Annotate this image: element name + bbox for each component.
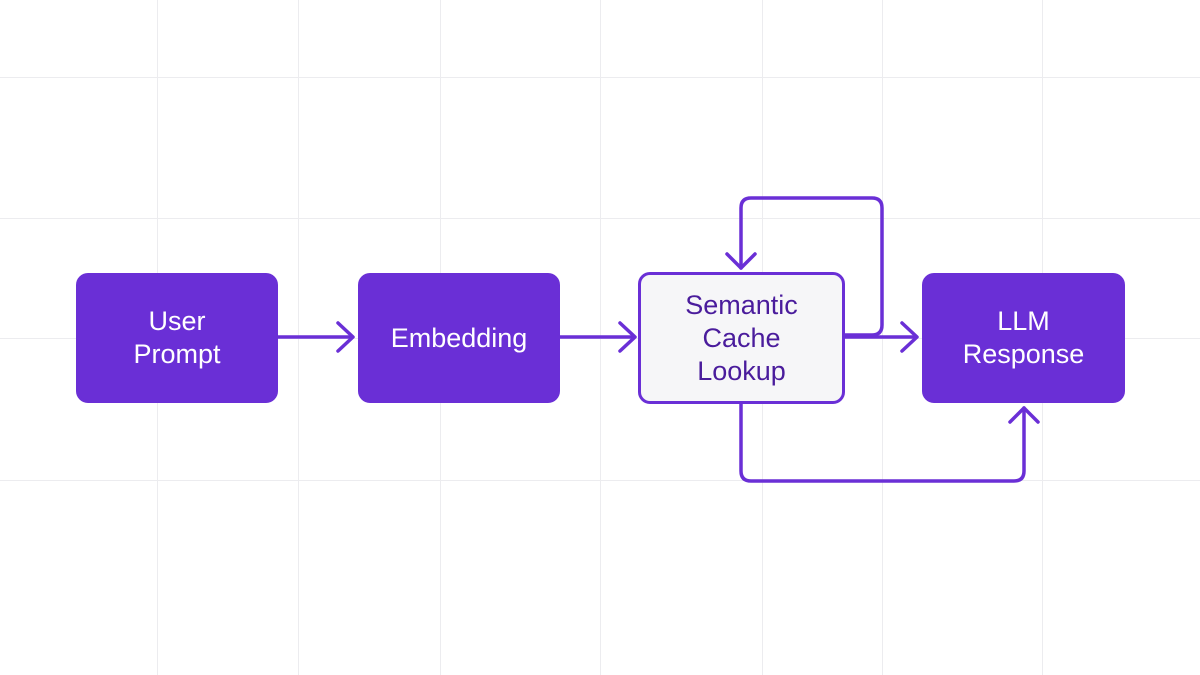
arrowhead-icon	[336, 321, 355, 353]
arrowhead-icon	[1008, 406, 1040, 424]
grid-line	[0, 218, 1200, 219]
edge-cache-lookup-loop	[739, 196, 884, 337]
node-label: User Prompt	[133, 306, 221, 369]
grid-line	[0, 77, 1200, 78]
node-embedding: Embedding	[358, 273, 560, 403]
edge-cache-lookup-to-llm-response-bottom	[739, 401, 1026, 483]
arrowhead-icon	[725, 252, 757, 270]
node-label: Semantic Cache Lookup	[685, 289, 798, 386]
node-user-prompt: User Prompt	[76, 273, 278, 403]
node-llm-response: LLM Response	[922, 273, 1125, 403]
node-semantic-cache-lookup: Semantic Cache Lookup	[638, 272, 845, 404]
arrowhead-icon	[618, 321, 637, 353]
node-label: Embedding	[390, 322, 528, 353]
node-label: LLM Response	[962, 306, 1085, 369]
grid-line	[0, 480, 1200, 481]
arrowhead-icon	[900, 321, 919, 353]
